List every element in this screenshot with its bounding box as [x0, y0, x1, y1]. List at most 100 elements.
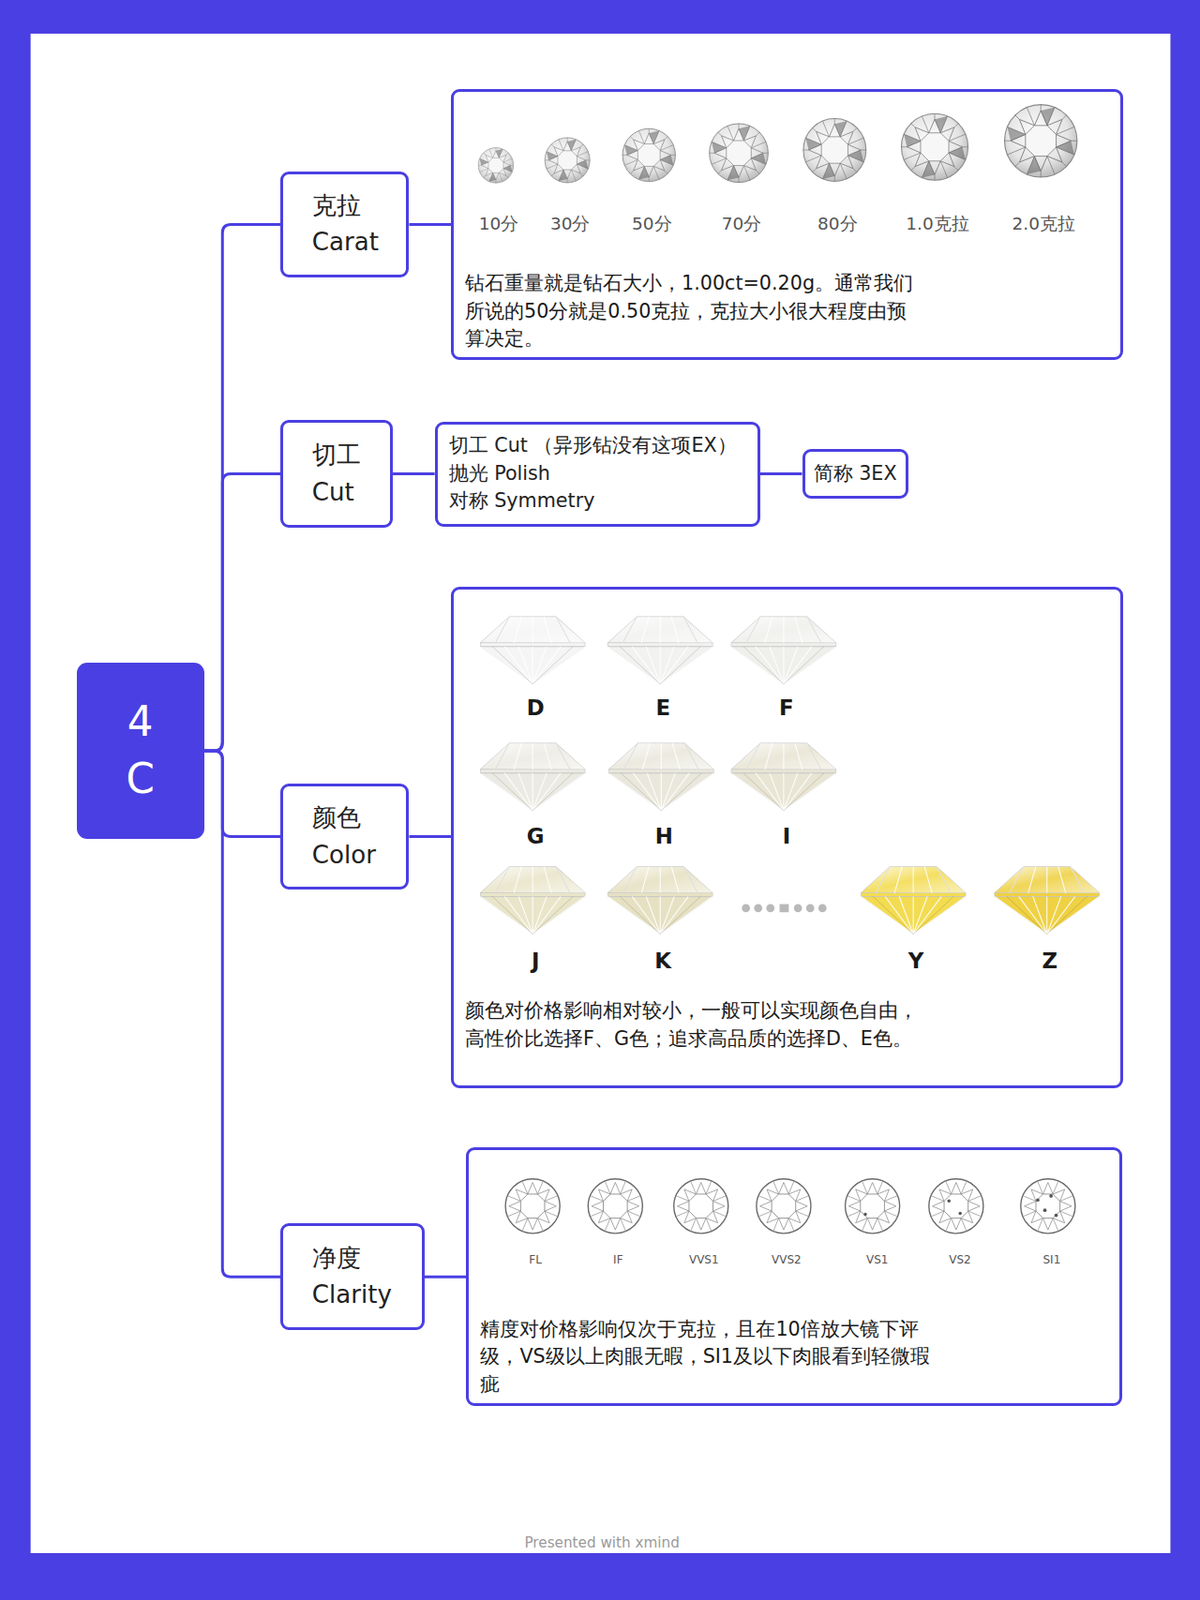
grade-label: Y	[908, 948, 925, 974]
color-diamonds	[480, 616, 1099, 935]
grade-label: 80分	[817, 211, 858, 236]
inclusion-dot	[1035, 1198, 1040, 1202]
diamond-side	[607, 867, 713, 935]
node-text: 抛光 Polish	[449, 460, 551, 488]
tree-connector	[408, 223, 451, 226]
diamond-side	[731, 616, 837, 685]
tree-connector	[760, 472, 803, 476]
grade-label: FL	[528, 1253, 542, 1267]
clarity-diamond	[505, 1179, 560, 1234]
grade-label: K	[654, 948, 672, 974]
detail-box: FL IF VVS1 VVS2 VS1 VS2 SI1 精度对价格影响仅次于克拉，且在10倍放…	[465, 1147, 1123, 1406]
grade-label: Z	[1041, 948, 1058, 974]
grade-label: 1.0克拉	[905, 211, 969, 236]
grade-label: VS1	[866, 1253, 888, 1267]
clarity-diamond	[756, 1179, 811, 1234]
inclusion-dot	[947, 1200, 951, 1203]
grade-label: I	[782, 824, 792, 849]
grade-label: IF	[613, 1253, 623, 1267]
description-text: 颜色对价格影响相对较小，一般可以实现颜色自由，高性价比选择F、G色；追求高品质的…	[465, 997, 919, 1053]
inclusion-dot	[863, 1213, 867, 1216]
tree-connector	[204, 750, 282, 837]
grade-label: 30分	[550, 211, 591, 236]
grade-label: 50分	[631, 211, 673, 236]
tree-connector	[204, 474, 282, 752]
inclusion-dot	[1054, 1214, 1059, 1218]
clarity-diamond	[1020, 1179, 1076, 1234]
diamond-top	[544, 137, 590, 183]
diamond-side	[994, 867, 1100, 935]
clarity-diagrams	[505, 1179, 1076, 1234]
description-text: 精度对价格影响仅次于克拉，且在10倍放大镜下评级，VS级以上肉眼无暇，SI1及以…	[480, 1316, 934, 1399]
grade-label: 70分	[721, 211, 763, 236]
grade-label: E	[655, 695, 671, 720]
grade-label: H	[655, 824, 674, 849]
page-panel	[30, 33, 1171, 1554]
ellipsis-dots	[741, 904, 826, 914]
node-text: 简称 3EX	[813, 460, 898, 488]
diamond-side	[607, 616, 713, 685]
diamond-side	[480, 867, 585, 935]
clarity-diamond	[587, 1179, 643, 1234]
topic-box: 颜色 Color	[280, 783, 409, 890]
dot	[741, 904, 750, 914]
diamond-top	[1005, 105, 1078, 178]
diamond-side	[731, 743, 837, 811]
grade-label: VVS2	[771, 1253, 802, 1267]
topic-box: 克拉 Carat	[280, 171, 409, 278]
topic-box: 切工 Cut	[280, 420, 393, 527]
node-text: 对称 Symmetry	[449, 487, 596, 515]
topic-box: 净度 Clarity	[280, 1223, 424, 1331]
clarity-diamond	[845, 1179, 900, 1234]
tree-connector	[204, 224, 282, 751]
root-box: 4 C	[76, 662, 205, 839]
grade-label: 2.0克拉	[1011, 211, 1075, 236]
inclusion-dot	[1043, 1208, 1048, 1213]
dot	[780, 904, 790, 914]
grade-label: SI1	[1043, 1253, 1062, 1267]
grade-label: G	[526, 824, 545, 849]
diamond-side	[608, 743, 714, 811]
footer-watermark: Presented with xmind	[524, 1534, 679, 1552]
dot	[794, 904, 803, 914]
diamond-top	[478, 148, 514, 184]
carat-diamonds	[478, 105, 1078, 184]
grade-label: J	[531, 948, 540, 974]
node-text: 净度 Clarity	[312, 1240, 415, 1314]
grade-label: VS2	[948, 1253, 971, 1267]
root-title: 4 C	[120, 693, 162, 809]
note-box: 简称 3EX	[802, 449, 909, 499]
node-text: 切工 Cut	[312, 436, 390, 510]
dot	[753, 904, 763, 914]
detail-box: D E F G H I J K Y Z 颜色对价格影响相对较小，一般可以实现颜色自由，高性价比选择F…	[450, 586, 1124, 1090]
diamond-top	[709, 123, 769, 183]
diamond-side	[480, 616, 585, 685]
dot	[806, 904, 815, 914]
note-box: 切工 Cut （异形钻没有这项EX）抛光 Polish对称 Symmetry	[435, 421, 761, 527]
tree-connector	[204, 750, 282, 1277]
diamond-top	[803, 119, 867, 182]
diamond-top	[622, 128, 675, 181]
tree-connector	[424, 1275, 467, 1279]
tree-connector	[408, 835, 451, 839]
clarity-diamond	[929, 1179, 984, 1234]
tree-connector	[392, 472, 435, 476]
inclusion-dot	[1049, 1194, 1053, 1199]
clarity-diamond	[674, 1179, 729, 1234]
node-text: 切工 Cut （异形钻没有这项EX）	[449, 432, 737, 460]
description-text: 钻石重量就是钻石大小，1.00ct=0.20g。通常我们所说的50分就是0.50…	[465, 270, 919, 353]
inclusion-dot	[958, 1212, 961, 1215]
node-text: 克拉 Carat	[312, 187, 394, 261]
inclusions	[863, 1194, 1058, 1217]
detail-box: 10分 30分 50分 70分 80分 1.0克拉 2.0克拉钻石重量就是钻石大小，1.00…	[450, 89, 1124, 361]
dot	[818, 904, 827, 914]
node-text: 颜色 Color	[312, 799, 394, 873]
grade-label: 10分	[479, 211, 520, 236]
diamond-side	[480, 743, 585, 811]
grade-label: F	[779, 695, 795, 720]
dot	[765, 904, 775, 914]
grade-label: D	[526, 695, 545, 720]
grade-label: VVS1	[689, 1253, 720, 1267]
diamond-top	[900, 113, 968, 180]
